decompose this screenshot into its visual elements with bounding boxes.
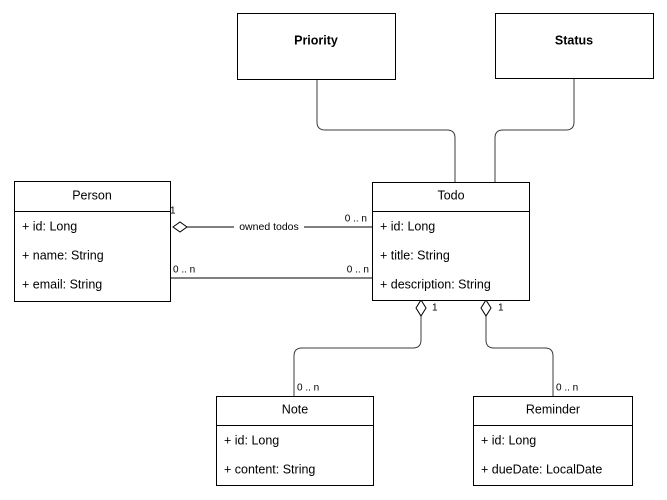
class-priority-frame	[237, 13, 396, 80]
class-reminder-attribute-1: + dueDate: LocalDate	[481, 462, 602, 476]
multiplicity-person-owned-source: 1	[170, 206, 176, 217]
multiplicity-todo-note-source: 1	[432, 303, 438, 314]
class-person-attribute-2: + email: String	[22, 277, 102, 291]
hollow-diamond-todo-reminder	[480, 299, 492, 317]
class-note-attribute-1: + content: String	[224, 462, 315, 476]
class-reminder-title: Reminder	[526, 402, 580, 416]
relation-todo-reminder-line	[485, 313, 554, 396]
class-person-attribute-0: + id: Long	[22, 219, 77, 233]
relation-person-todo-plain[interactable]: 0 .. n 0 .. n	[170, 265, 372, 279]
class-reminder-frame	[473, 396, 633, 486]
class-todo-attribute-1: + title: String	[380, 248, 450, 262]
class-box-person[interactable]: Person + id: Long + name: String + email…	[14, 181, 171, 302]
multiplicity-note-target: 0 .. n	[297, 383, 319, 394]
class-box-status[interactable]: Status	[495, 13, 654, 79]
relation-label-owned-todos: owned todos	[239, 221, 299, 233]
relation-todo-reminder[interactable]: 1 0 .. n	[480, 299, 578, 396]
class-status-frame	[495, 13, 654, 79]
class-person-attribute-1: + name: String	[22, 248, 104, 262]
relation-todo-status[interactable]	[494, 78, 575, 182]
hollow-diamond-todo-note	[415, 299, 427, 317]
relation-todo-priority-line	[316, 80, 456, 182]
class-priority-title: Priority	[294, 33, 338, 47]
multiplicity-todo-reminder-source: 1	[498, 303, 504, 314]
class-todo-title: Todo	[437, 188, 464, 202]
edge-label-backdrop	[234, 220, 304, 234]
class-note-attribute-0: + id: Long	[224, 433, 279, 447]
relation-person-todo-owned[interactable]: owned todos 1 0 .. n	[170, 206, 372, 234]
class-todo-attribute-2: + description: String	[380, 277, 491, 291]
class-person-title: Person	[72, 188, 112, 202]
relation-todo-status-line	[494, 78, 575, 182]
multiplicity-todo-plain-target: 0 .. n	[347, 265, 369, 276]
relation-todo-priority[interactable]	[316, 80, 456, 182]
class-note-frame	[216, 396, 374, 486]
class-todo-attribute-0: + id: Long	[380, 219, 435, 233]
class-todo-frame	[372, 182, 530, 301]
multiplicity-reminder-target: 0 .. n	[556, 383, 578, 394]
class-box-todo[interactable]: Todo + id: Long + title: String + descri…	[372, 182, 530, 301]
class-person-frame	[14, 181, 171, 302]
class-reminder-attribute-0: + id: Long	[481, 433, 536, 447]
class-box-priority[interactable]: Priority	[237, 13, 396, 80]
class-box-reminder[interactable]: Reminder + id: Long + dueDate: LocalDate	[473, 396, 633, 486]
class-status-title: Status	[555, 33, 593, 47]
class-box-note[interactable]: Note + id: Long + content: String	[216, 396, 374, 486]
class-note-title: Note	[282, 402, 308, 416]
relation-todo-note-line	[293, 313, 422, 396]
multiplicity-todo-owned-target: 0 .. n	[345, 214, 367, 225]
relation-todo-note[interactable]: 1 0 .. n	[293, 299, 438, 396]
hollow-diamond-source-person	[172, 221, 188, 233]
multiplicity-person-plain-source: 0 .. n	[173, 265, 195, 276]
